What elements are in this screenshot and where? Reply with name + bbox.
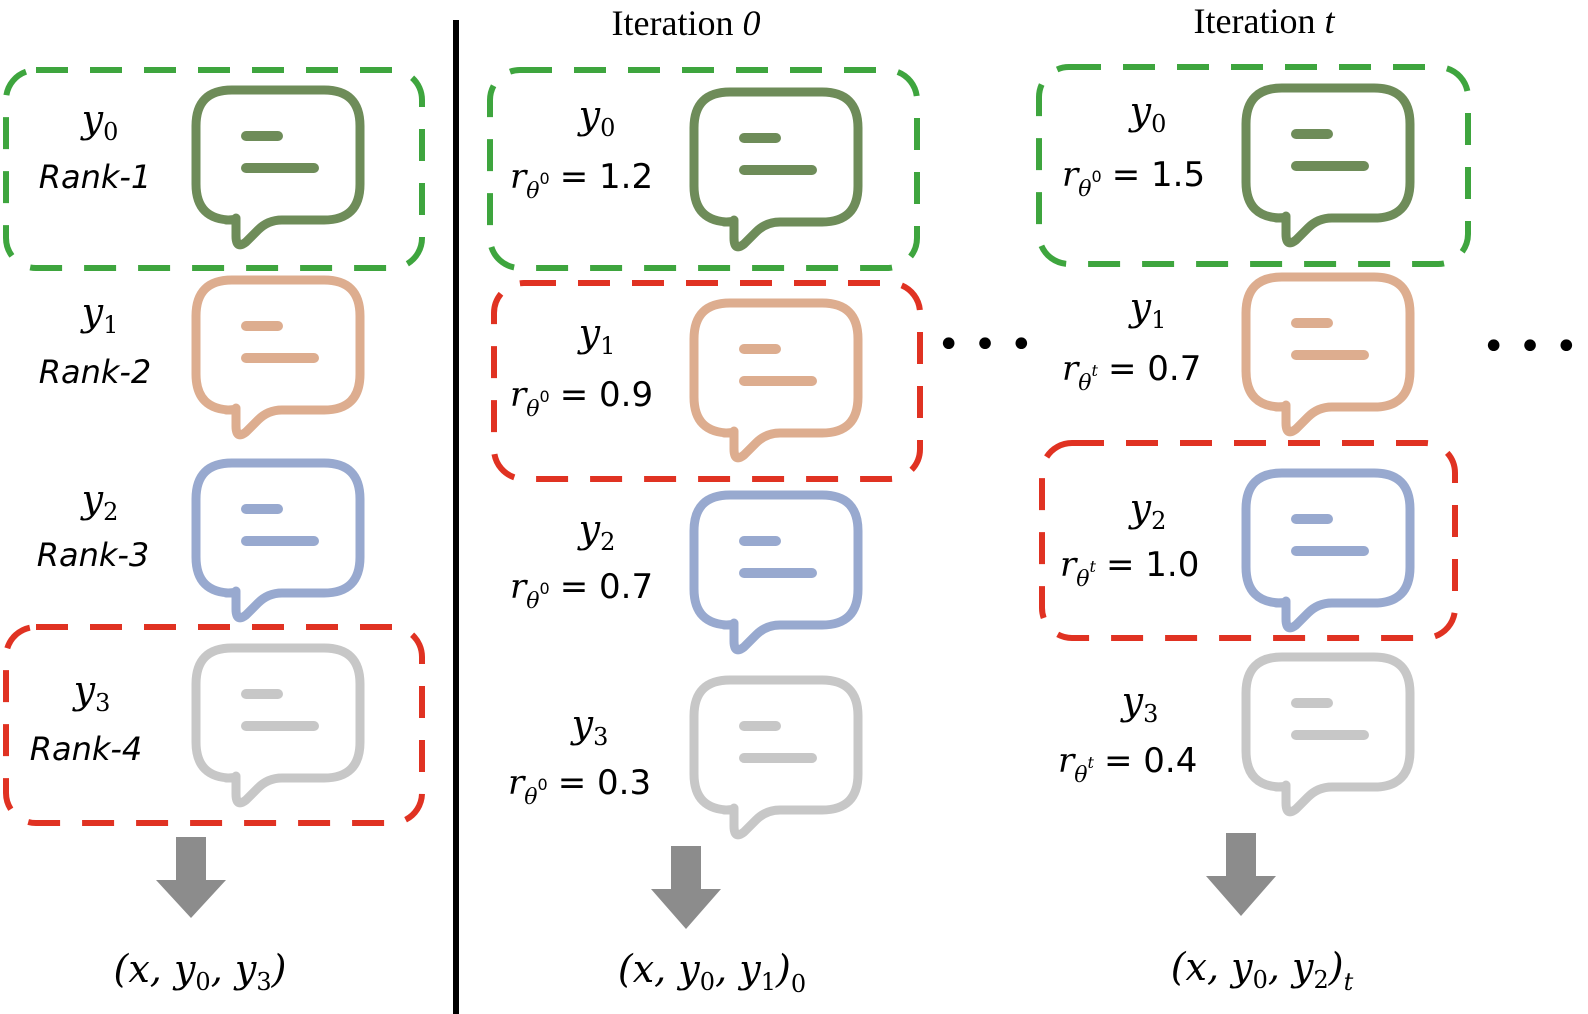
selected-rejected-box-ranking [3,624,425,826]
itert-labels: y0 rθ0= 1.5 y1 rθt= 0.7 y2 rθt= 1.0 y3 r… [1058,89,1205,788]
reward-label: rθt= 1.0 [1060,545,1199,592]
response-icons [191,83,1415,840]
rank-label: Rank-2 [39,353,152,391]
ranking-labels: y0 Rank-1 y1 Rank-2 y2 Rank-3 y3 Rank-4 [30,97,152,768]
reward-label: rθ0= 0.3 [508,763,651,810]
output-pair-itert: (x, y0, y2)t [1171,945,1354,996]
output-arrows [156,833,1276,929]
rank-label: Rank-3 [37,536,150,574]
speech-bubble-icon [689,298,863,463]
response-label: y0 [1128,89,1167,138]
selected-chosen-box-itert [1036,64,1471,267]
response-label: y0 [577,93,616,142]
ellipsis-2: • • • [1482,324,1578,370]
speech-bubble-icon [191,458,365,623]
response-label: y3 [1120,679,1159,728]
reward-label: rθ0= 1.5 [1062,155,1205,202]
response-label: y0 [80,97,119,146]
reward-label: rθ0= 0.7 [510,567,653,614]
title-iteration-0: Iteration 0 [612,3,761,43]
response-label: y1 [1128,285,1167,334]
reward-label: rθt= 0.4 [1058,741,1197,788]
rank-label: Rank-1 [39,158,152,196]
output-pair-iter0: (x, y0, y1)0 [618,947,806,998]
speech-bubble-icon [689,87,863,252]
reward-label: rθ0= 1.2 [510,157,653,204]
ellipsis-1: • • • [937,322,1033,368]
rank-label: Rank-4 [30,730,143,768]
speech-bubble-icon [1241,83,1415,248]
response-label: y2 [577,507,616,556]
speech-bubble-icon [1241,468,1415,633]
speech-bubble-icon [1241,272,1415,437]
response-label: y3 [72,668,111,717]
output-pair-ranking: (x, y0, y3) [114,947,287,996]
response-label: y1 [577,311,616,360]
reward-label: rθ0= 0.9 [510,375,653,422]
speech-bubble-icon [191,275,365,440]
response-label: y1 [80,290,119,339]
response-label: y2 [80,477,119,526]
speech-bubble-icon [191,643,365,808]
speech-bubble-icon [1241,652,1415,817]
selected-chosen-box-ranking [3,67,425,271]
title-iteration-t: Iteration t [1194,1,1336,41]
iter0-labels: y0 rθ0= 1.2 y1 rθ0= 0.9 y2 rθ0= 0.7 y3 r… [508,93,653,810]
down-arrow-icon [651,846,721,929]
down-arrow-icon [1206,833,1276,916]
selected-rejected-box-iter0 [491,280,923,482]
speech-bubble-icon [191,85,365,250]
down-arrow-icon [156,837,226,918]
selected-chosen-box-iter0 [487,67,920,271]
reward-label: rθt= 0.7 [1062,349,1201,396]
response-label: y2 [1128,486,1167,535]
speech-bubble-icon [689,675,863,840]
selected-rejected-box-itert [1039,440,1458,641]
speech-bubble-icon [689,490,863,655]
response-label: y3 [570,702,609,751]
